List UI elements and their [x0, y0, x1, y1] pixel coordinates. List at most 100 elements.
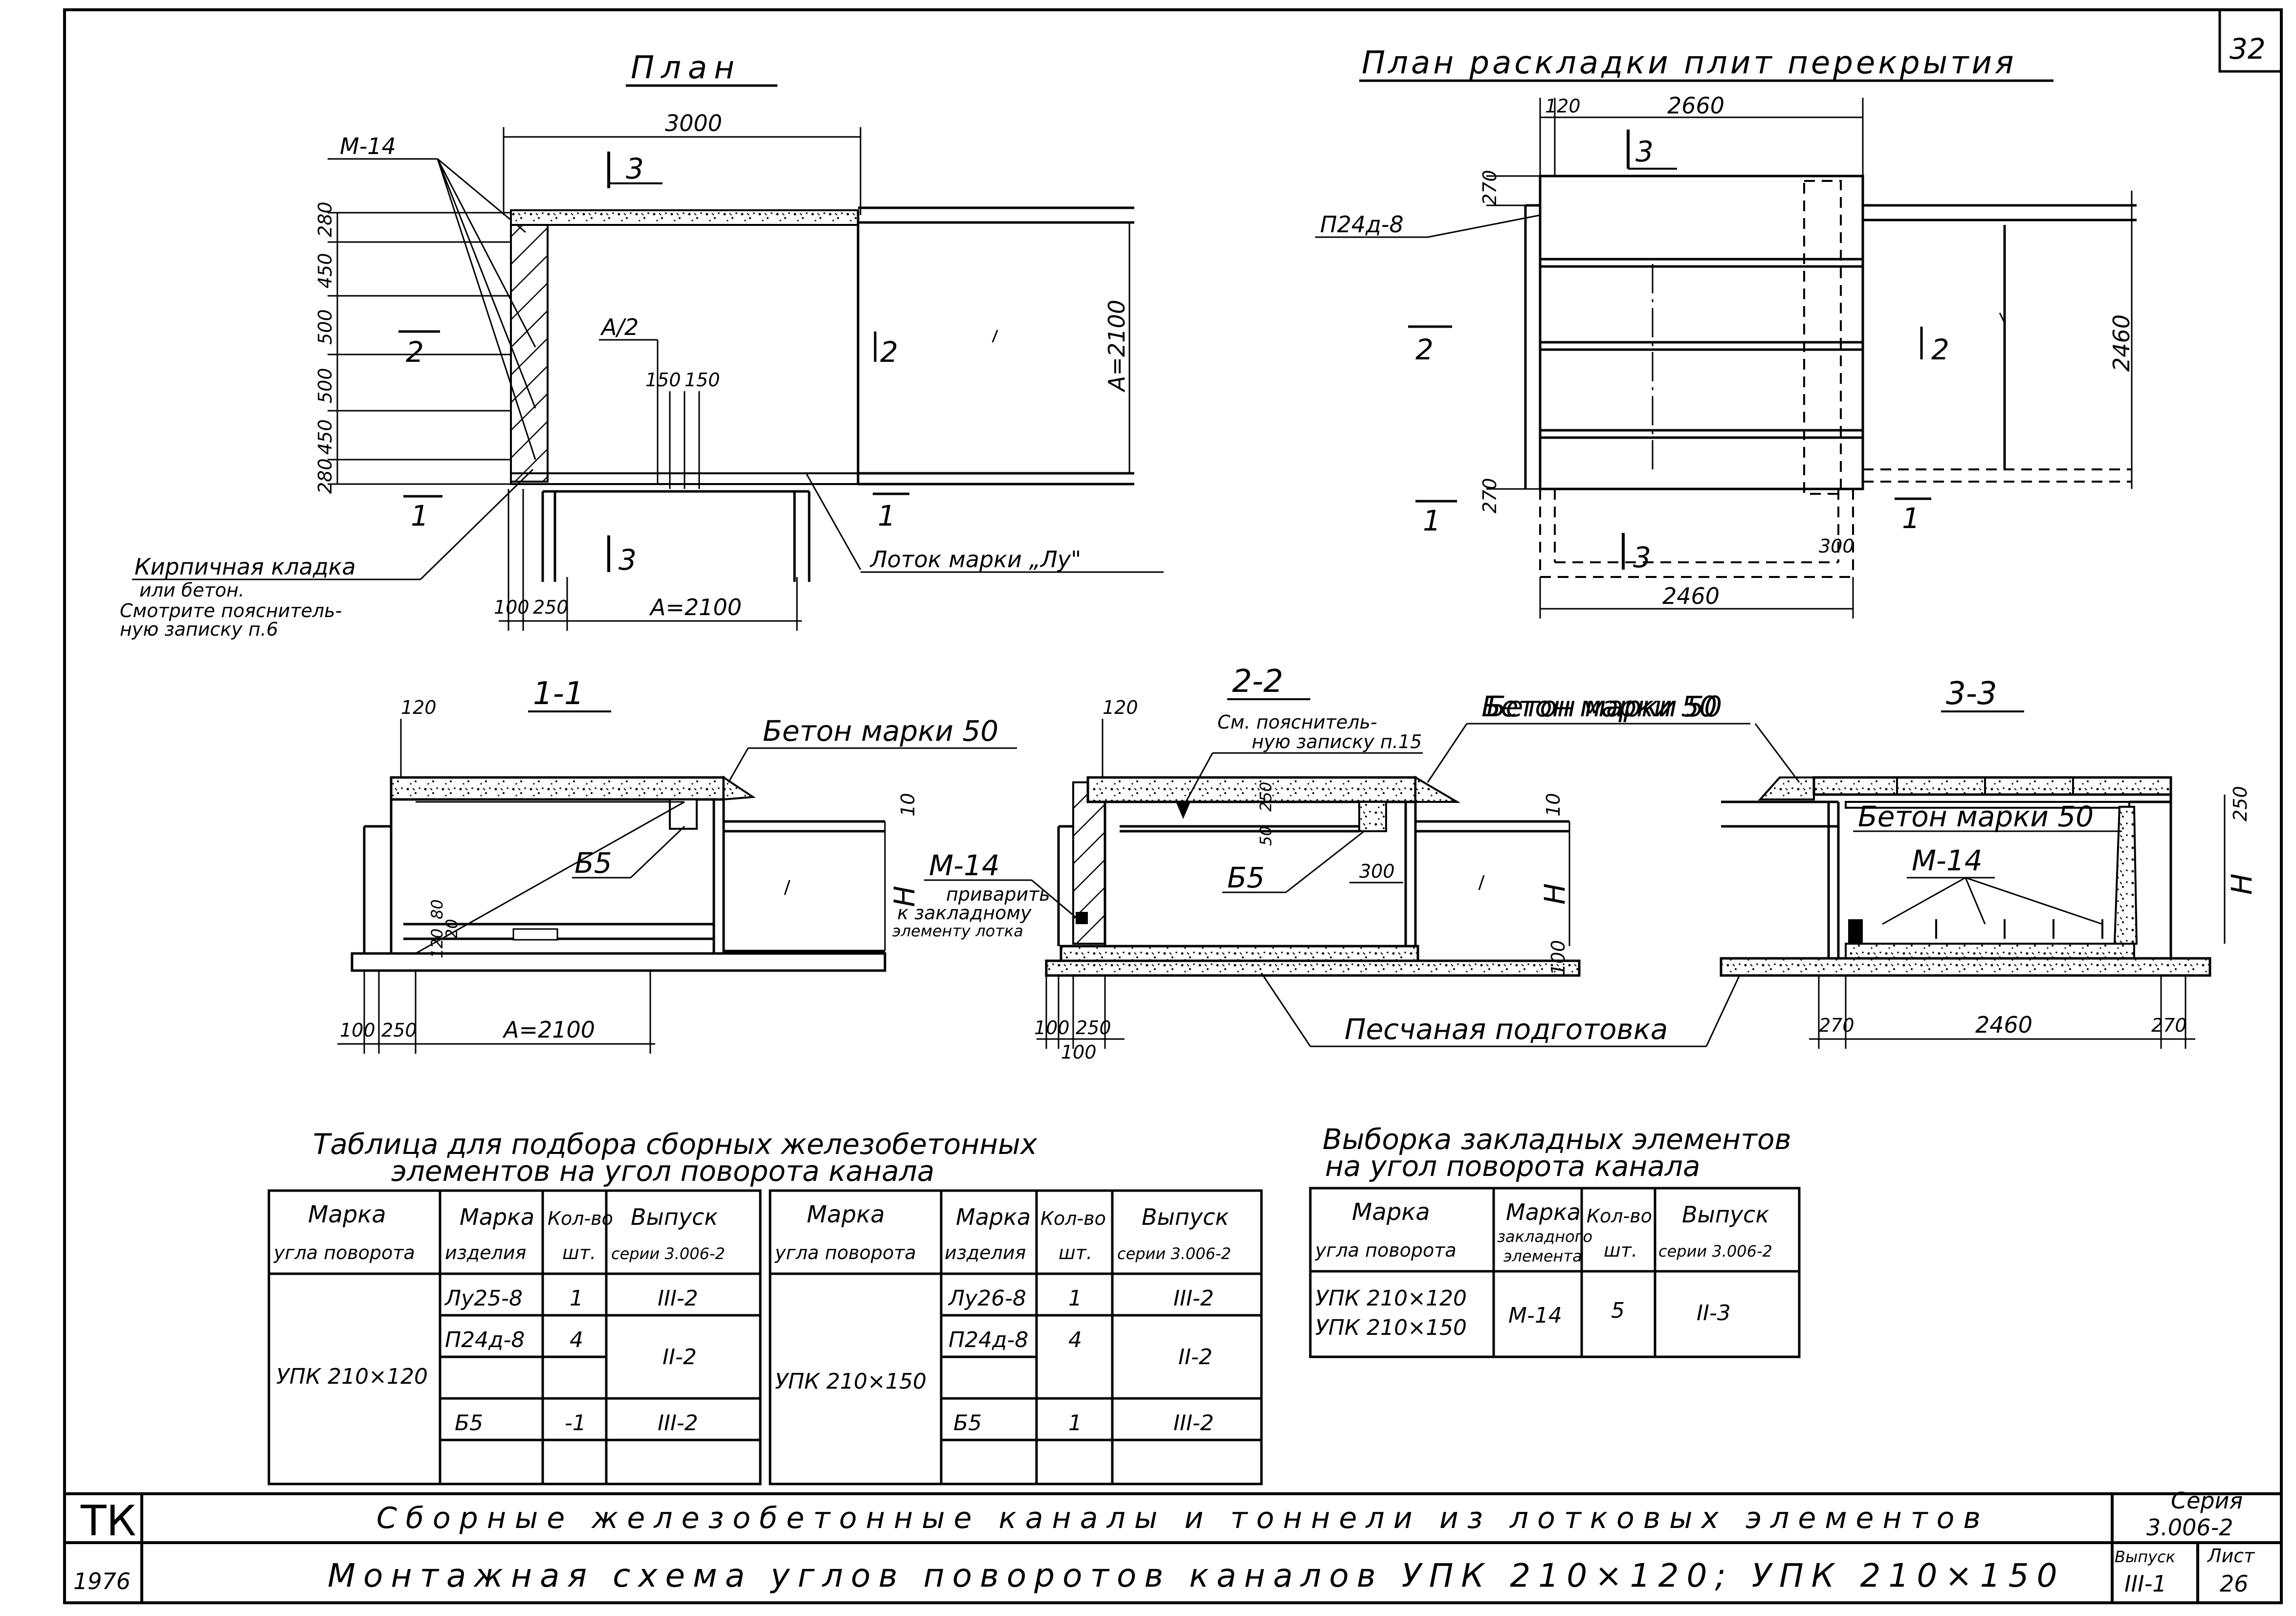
- t1l-r1-rel: III-2: [658, 1286, 698, 1311]
- slab-dim-2660: 2660: [1667, 92, 1724, 119]
- plan-section-1-right: 1: [878, 499, 896, 532]
- stamp-code: ТК: [80, 1497, 136, 1546]
- section-11-dim-a: А=2100: [502, 1017, 595, 1043]
- section-33-dim-250: 250: [2230, 786, 2251, 821]
- plan-brick-note-2: или бетон.: [139, 579, 244, 601]
- plan-left-dim-1: 280: [314, 201, 336, 237]
- section-33-dim-270-left: 270: [1819, 1015, 1854, 1036]
- t1l-h-mark2: угла поворота: [273, 1242, 415, 1263]
- t2-h-qty2: шт.: [1604, 1240, 1637, 1261]
- t1r-h-item2: изделия: [945, 1242, 1026, 1263]
- t1l-h-qty2: шт.: [562, 1242, 596, 1263]
- t2-angle-2: УПК 210×150: [1315, 1315, 1467, 1340]
- t1l-h-item2: изделия: [445, 1242, 526, 1263]
- section-33-dim-h: Н: [2225, 873, 2258, 895]
- t1l-h-rel1: Выпуск: [631, 1204, 718, 1230]
- section-22-dim-120: 120: [1103, 697, 1138, 718]
- stamp-series-label: Серия: [2171, 1487, 2243, 1514]
- slab-dim-120: 120: [1545, 95, 1581, 117]
- t1l-h-item1: Марка: [460, 1204, 534, 1230]
- stamp-sheet-value: 26: [2220, 1571, 2249, 1597]
- section-22-title: 2-2: [1232, 664, 1283, 700]
- plan-dim-100: 100: [494, 597, 530, 618]
- plan-section-1-left: 1: [411, 499, 429, 532]
- section-22-dim-h: Н: [1538, 883, 1571, 905]
- section-33-dim-270-right: 270: [2151, 1015, 2187, 1036]
- plan-dim-150-b: 150: [684, 369, 720, 391]
- t2-h-mark2: угла поворота: [1315, 1240, 1457, 1261]
- selection-table: Таблица для подбора сборных железобетонн…: [267, 1128, 1263, 1485]
- slab-layout-plan: План раскладки плит перекрытия 120 2660: [1315, 45, 2137, 619]
- title-block: ТК 1976 Сборные железобетонные каналы и …: [65, 1487, 2281, 1603]
- t1r-h-item1: Марка: [956, 1204, 1031, 1230]
- slab-dim-270-top: 270: [1479, 170, 1501, 205]
- t2-h-mark1: Марка: [1352, 1198, 1430, 1226]
- t1l-h-mark1: Марка: [308, 1201, 386, 1228]
- t1l-h-rel2: серии 3.006-2: [611, 1244, 725, 1263]
- t1r-h-qty1: Кол-во: [1040, 1208, 1106, 1229]
- plan-label-m14: М-14: [340, 133, 396, 159]
- t1r-r2-item: П24д-8: [949, 1328, 1028, 1352]
- plan-brick-note-3: Смотрите пояснитель-: [120, 600, 342, 621]
- plan-a-half: А/2: [600, 314, 639, 340]
- section-22-sand: Песчаная подготовка: [1345, 1013, 1668, 1046]
- section-22-see-note-2: ную записку п.15: [1252, 731, 1422, 753]
- section-33-title: 3-3: [1946, 676, 1997, 712]
- stamp-line-1: Сборные железобетонные каналы и тоннели …: [376, 1501, 1989, 1535]
- slab-label-p24: П24д-8: [1320, 211, 1404, 238]
- section-22-m14: М-14: [929, 849, 1000, 882]
- t2-h-el2: закладного: [1497, 1227, 1592, 1246]
- t2-h-qty1: Кол-во: [1587, 1205, 1652, 1227]
- t1r-h-qty2: шт.: [1059, 1242, 1092, 1263]
- plan-title: План: [631, 50, 741, 86]
- section-22-dim-100: 100: [1034, 1017, 1070, 1039]
- plan-left-dim-2: 450: [314, 253, 336, 288]
- t1l-angle: УПК 210×120: [276, 1364, 428, 1389]
- section-11-title: 1-1: [533, 676, 584, 712]
- stamp-line-2: Монтажная схема углов поворотов каналов …: [328, 1557, 2065, 1594]
- slab-dim-2460-vertical: 2460: [2108, 314, 2135, 372]
- plan-brick-note-1: Кирпичная кладка: [134, 553, 356, 580]
- section-11-dim-20: 20: [442, 919, 461, 939]
- stamp-series-value: 3.006-2: [2146, 1514, 2233, 1541]
- t1r-r2-rel: II-2: [1178, 1345, 1213, 1370]
- slab-section-3-bottom: 3: [1633, 541, 1651, 574]
- plan-section-3-top: 3: [626, 152, 644, 185]
- t2-release: II-3: [1697, 1301, 1731, 1326]
- t2-qty: 5: [1611, 1298, 1625, 1323]
- section-22-weld-1: приварить: [946, 884, 1050, 905]
- section-11-dim-250: 250: [381, 1019, 417, 1041]
- stamp-release-label: Выпуск: [2115, 1548, 2176, 1566]
- stamp-year: 1976: [73, 1568, 131, 1594]
- section-22-see-note-1: См. пояснитель-: [1217, 711, 1377, 733]
- t1r-r3-item: Б5: [953, 1411, 982, 1436]
- section-11-dim-h: Н: [888, 885, 921, 907]
- plan-dim-a-horizontal: А=2100: [649, 594, 742, 620]
- slab-dim-300: 300: [1819, 535, 1854, 557]
- section-3-3: 3-3 Бетон марки 50 Бето: [1486, 676, 2258, 1049]
- t1r-r1-rel: III-2: [1173, 1286, 1214, 1311]
- t1l-r3-item: Б5: [455, 1411, 483, 1436]
- section-22-dim-50: 50: [1257, 826, 1275, 846]
- embedded-elements-table: Выборка закладных элементов на угол пово…: [1309, 1123, 1801, 1358]
- slab-section-1-right: 1: [1902, 502, 1920, 535]
- section-11-dim-100: 100: [340, 1019, 375, 1041]
- plan-dim-a-vertical: А=2100: [1104, 300, 1130, 393]
- t1l-r2-rel: II-2: [662, 1345, 697, 1370]
- t2-h-el3: элемента: [1503, 1247, 1582, 1265]
- t1l-h-qty1: Кол-во: [548, 1208, 613, 1229]
- section-11-dim-10: 10: [897, 793, 919, 817]
- section-22-weld-2: к закладному: [897, 902, 1032, 924]
- section-11-b5: Б5: [574, 846, 612, 880]
- section-22-dim-100b: 100: [1061, 1041, 1097, 1063]
- stamp-sheet-label: Лист: [2207, 1545, 2255, 1567]
- section-11-concrete: Бетон марки 50: [763, 714, 998, 748]
- plan-section-2-right: 2: [880, 335, 898, 369]
- table1-title-2: элементов на угол поворота канала: [391, 1154, 934, 1188]
- t1r-angle: УПК 210×150: [775, 1369, 927, 1394]
- section-2-2: 2-2 120 См. пояснитель- ную записку п.15: [892, 664, 1750, 1063]
- table2-title-1: Выборка закладных элементов: [1323, 1123, 1791, 1156]
- plan-tray-note: Лоток марки „Лу": [869, 546, 1081, 573]
- plan-view: План 3000 М-14: [120, 50, 1164, 640]
